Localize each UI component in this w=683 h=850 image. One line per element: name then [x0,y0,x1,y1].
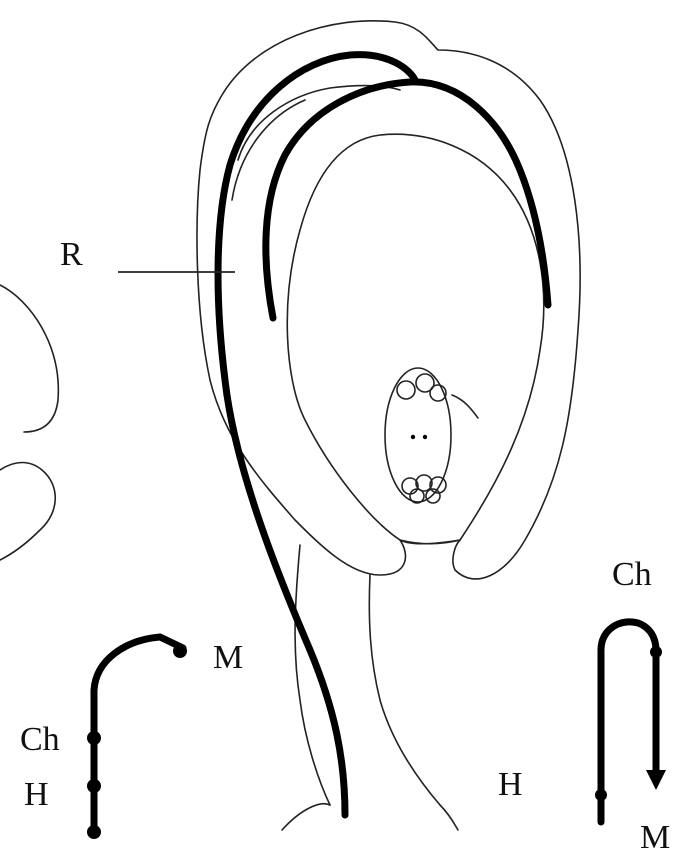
right-orientation-schematic [595,622,666,822]
antipodal-cells [397,374,446,401]
left-hilum-label: H [24,776,49,813]
left-chalaza-dot [87,731,101,745]
right-arrowhead [646,770,666,790]
funiculus-base-left [282,804,330,830]
funiculus-base-right [440,805,458,830]
right-chalaza-label: Ch [612,556,652,593]
right-chalaza-dot [650,646,662,658]
polar-nuclei [411,435,427,439]
right-hilum-label: H [498,766,523,803]
cell-pointer-line [452,395,478,418]
left-base-dot [87,825,101,839]
inner-integument [238,86,400,160]
left-hilum-dot [87,779,101,793]
vascular-strand-inner [266,82,548,318]
right-micropyle-label: M [640,819,670,850]
left-chalaza-label: Ch [20,721,60,758]
left-micropyle-dot [173,644,187,658]
funiculus-right [369,575,440,805]
raphe-label: R [60,236,83,273]
left-orientation-schematic [87,637,187,839]
funiculus [295,545,330,805]
left-micropyle-label: M [213,639,243,676]
adjacent-ovule-fragment [0,285,58,560]
right-hilum-dot [595,789,607,801]
